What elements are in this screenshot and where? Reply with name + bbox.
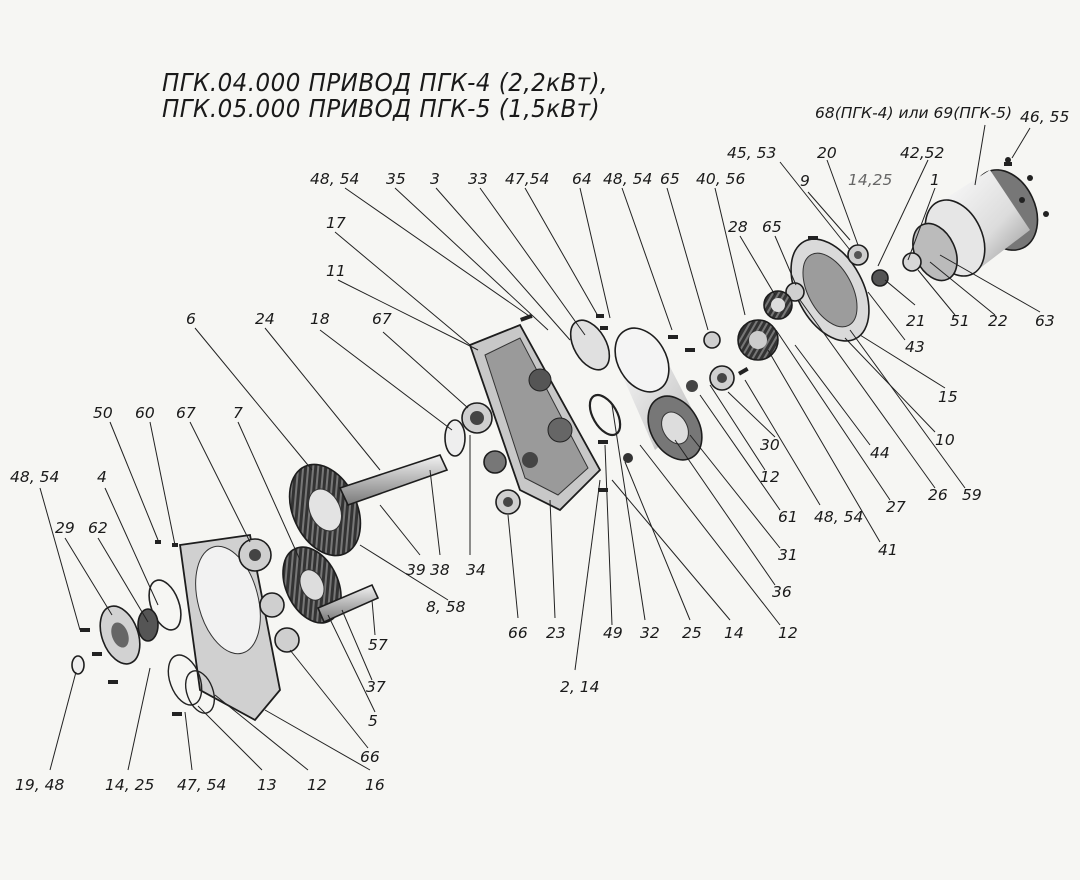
callout-label: 6 (186, 310, 196, 328)
callout-label: 63 (1035, 312, 1055, 330)
callout-motor: 68(ПГК-4) или 69(ПГК-5) (815, 104, 1012, 122)
callout-label: 37 (366, 678, 386, 696)
small-bearings (686, 244, 922, 392)
callout-label: 49 (603, 624, 623, 642)
bearing-set-66 (444, 402, 521, 515)
callout-label: 25 (682, 624, 702, 642)
callout-label: 59 (962, 486, 982, 504)
callout-label: 21 (906, 312, 926, 330)
callout-label: 39 (406, 561, 426, 579)
callout-label: 26 (928, 486, 948, 504)
drawing-title-line-2: ПГК.05.000 ПРИВОД ПГК-5 (1,5кВт) (162, 94, 601, 123)
callout-label: 66 (508, 624, 528, 642)
callout-label: 14,25 (848, 171, 892, 189)
callout-label: 67 (176, 404, 196, 422)
callout-label: 22 (988, 312, 1008, 330)
callout-label: 31 (778, 546, 798, 564)
callout-label: 61 (778, 508, 798, 526)
callout-label: 45, 53 (727, 144, 776, 162)
callout-label: 9 (800, 172, 810, 190)
callout-label: 50 (93, 404, 113, 422)
callout-label: 16 (365, 776, 385, 794)
callout-label: 4 (97, 468, 107, 486)
left-flange-stack (71, 579, 216, 714)
callout-label: 65 (660, 170, 680, 188)
callout-label: 38 (430, 561, 450, 579)
callout-label: 8, 58 (426, 598, 466, 616)
callout-label: 14 (724, 624, 744, 642)
callout-label: 48, 54 (603, 170, 652, 188)
callout-label: 40, 56 (696, 170, 745, 188)
callout-label: 57 (368, 636, 388, 654)
callout-label: 46, 55 (1020, 108, 1069, 126)
callout-label: 27 (886, 498, 906, 516)
callout-label: 51 (950, 312, 970, 330)
callout-labels: 68(ПГК-4) или 69(ПГК-5) 46, 55 45, 53 20… (10, 104, 1069, 794)
callout-label: 11 (326, 262, 346, 280)
callout-label: 65 (762, 218, 782, 236)
leader-lines (39, 124, 1041, 771)
callout-label: 3 (430, 170, 440, 188)
electric-motor (912, 157, 1049, 282)
callout-label: 60 (135, 404, 155, 422)
callout-label: 30 (760, 436, 780, 454)
callout-label: 15 (938, 388, 958, 406)
callout-label: 64 (572, 170, 592, 188)
callout-label: 20 (817, 144, 837, 162)
callout-label: 35 (386, 170, 406, 188)
callout-label: 2, 14 (560, 678, 599, 696)
callout-label: 62 (88, 519, 108, 537)
drawing-title-line-1: ПГК.04.000 ПРИВОД ПГК-4 (2,2кВт), (162, 68, 608, 97)
callout-label: 41 (878, 541, 898, 559)
callout-label: 13 (257, 776, 277, 794)
callout-label: 48, 54 (814, 508, 863, 526)
secondary-gear (282, 546, 380, 624)
callout-label: 1 (930, 171, 940, 189)
gearbox-housing-plate (468, 323, 602, 512)
callout-label: 17 (326, 214, 346, 232)
callout-label: 18 (310, 310, 330, 328)
left-housing-cover (178, 533, 300, 722)
callout-label: 32 (640, 624, 660, 642)
callout-label: 12 (307, 776, 327, 794)
callout-label: 66 (360, 748, 380, 766)
callout-label: 12 (760, 468, 780, 486)
callout-label: 43 (905, 338, 925, 356)
callout-label: 67 (372, 310, 392, 328)
parts-layer (71, 157, 1049, 722)
callout-label: 33 (468, 170, 488, 188)
callout-label: 36 (772, 583, 792, 601)
callout-label: 19, 48 (15, 776, 64, 794)
large-gear-and-shaft (288, 454, 449, 557)
callout-label: 10 (935, 431, 955, 449)
drum-housing (614, 327, 703, 461)
callout-label: 44 (870, 444, 890, 462)
callout-label: 5 (368, 712, 378, 730)
callout-label: 24 (255, 310, 275, 328)
callout-label: 48, 54 (310, 170, 359, 188)
fasteners (80, 162, 1012, 716)
callout-label: 7 (233, 404, 243, 422)
callout-label: 47, 54 (177, 776, 226, 794)
callout-label: 34 (466, 561, 486, 579)
callout-label: 12 (778, 624, 798, 642)
callout-label: 28 (728, 218, 748, 236)
callout-label: 14, 25 (105, 776, 154, 794)
callout-label: 23 (546, 624, 566, 642)
callout-label: 47,54 (505, 170, 549, 188)
callout-label: 42,52 (900, 144, 944, 162)
callout-label: 29 (55, 519, 75, 537)
callout-label: 48, 54 (10, 468, 59, 486)
